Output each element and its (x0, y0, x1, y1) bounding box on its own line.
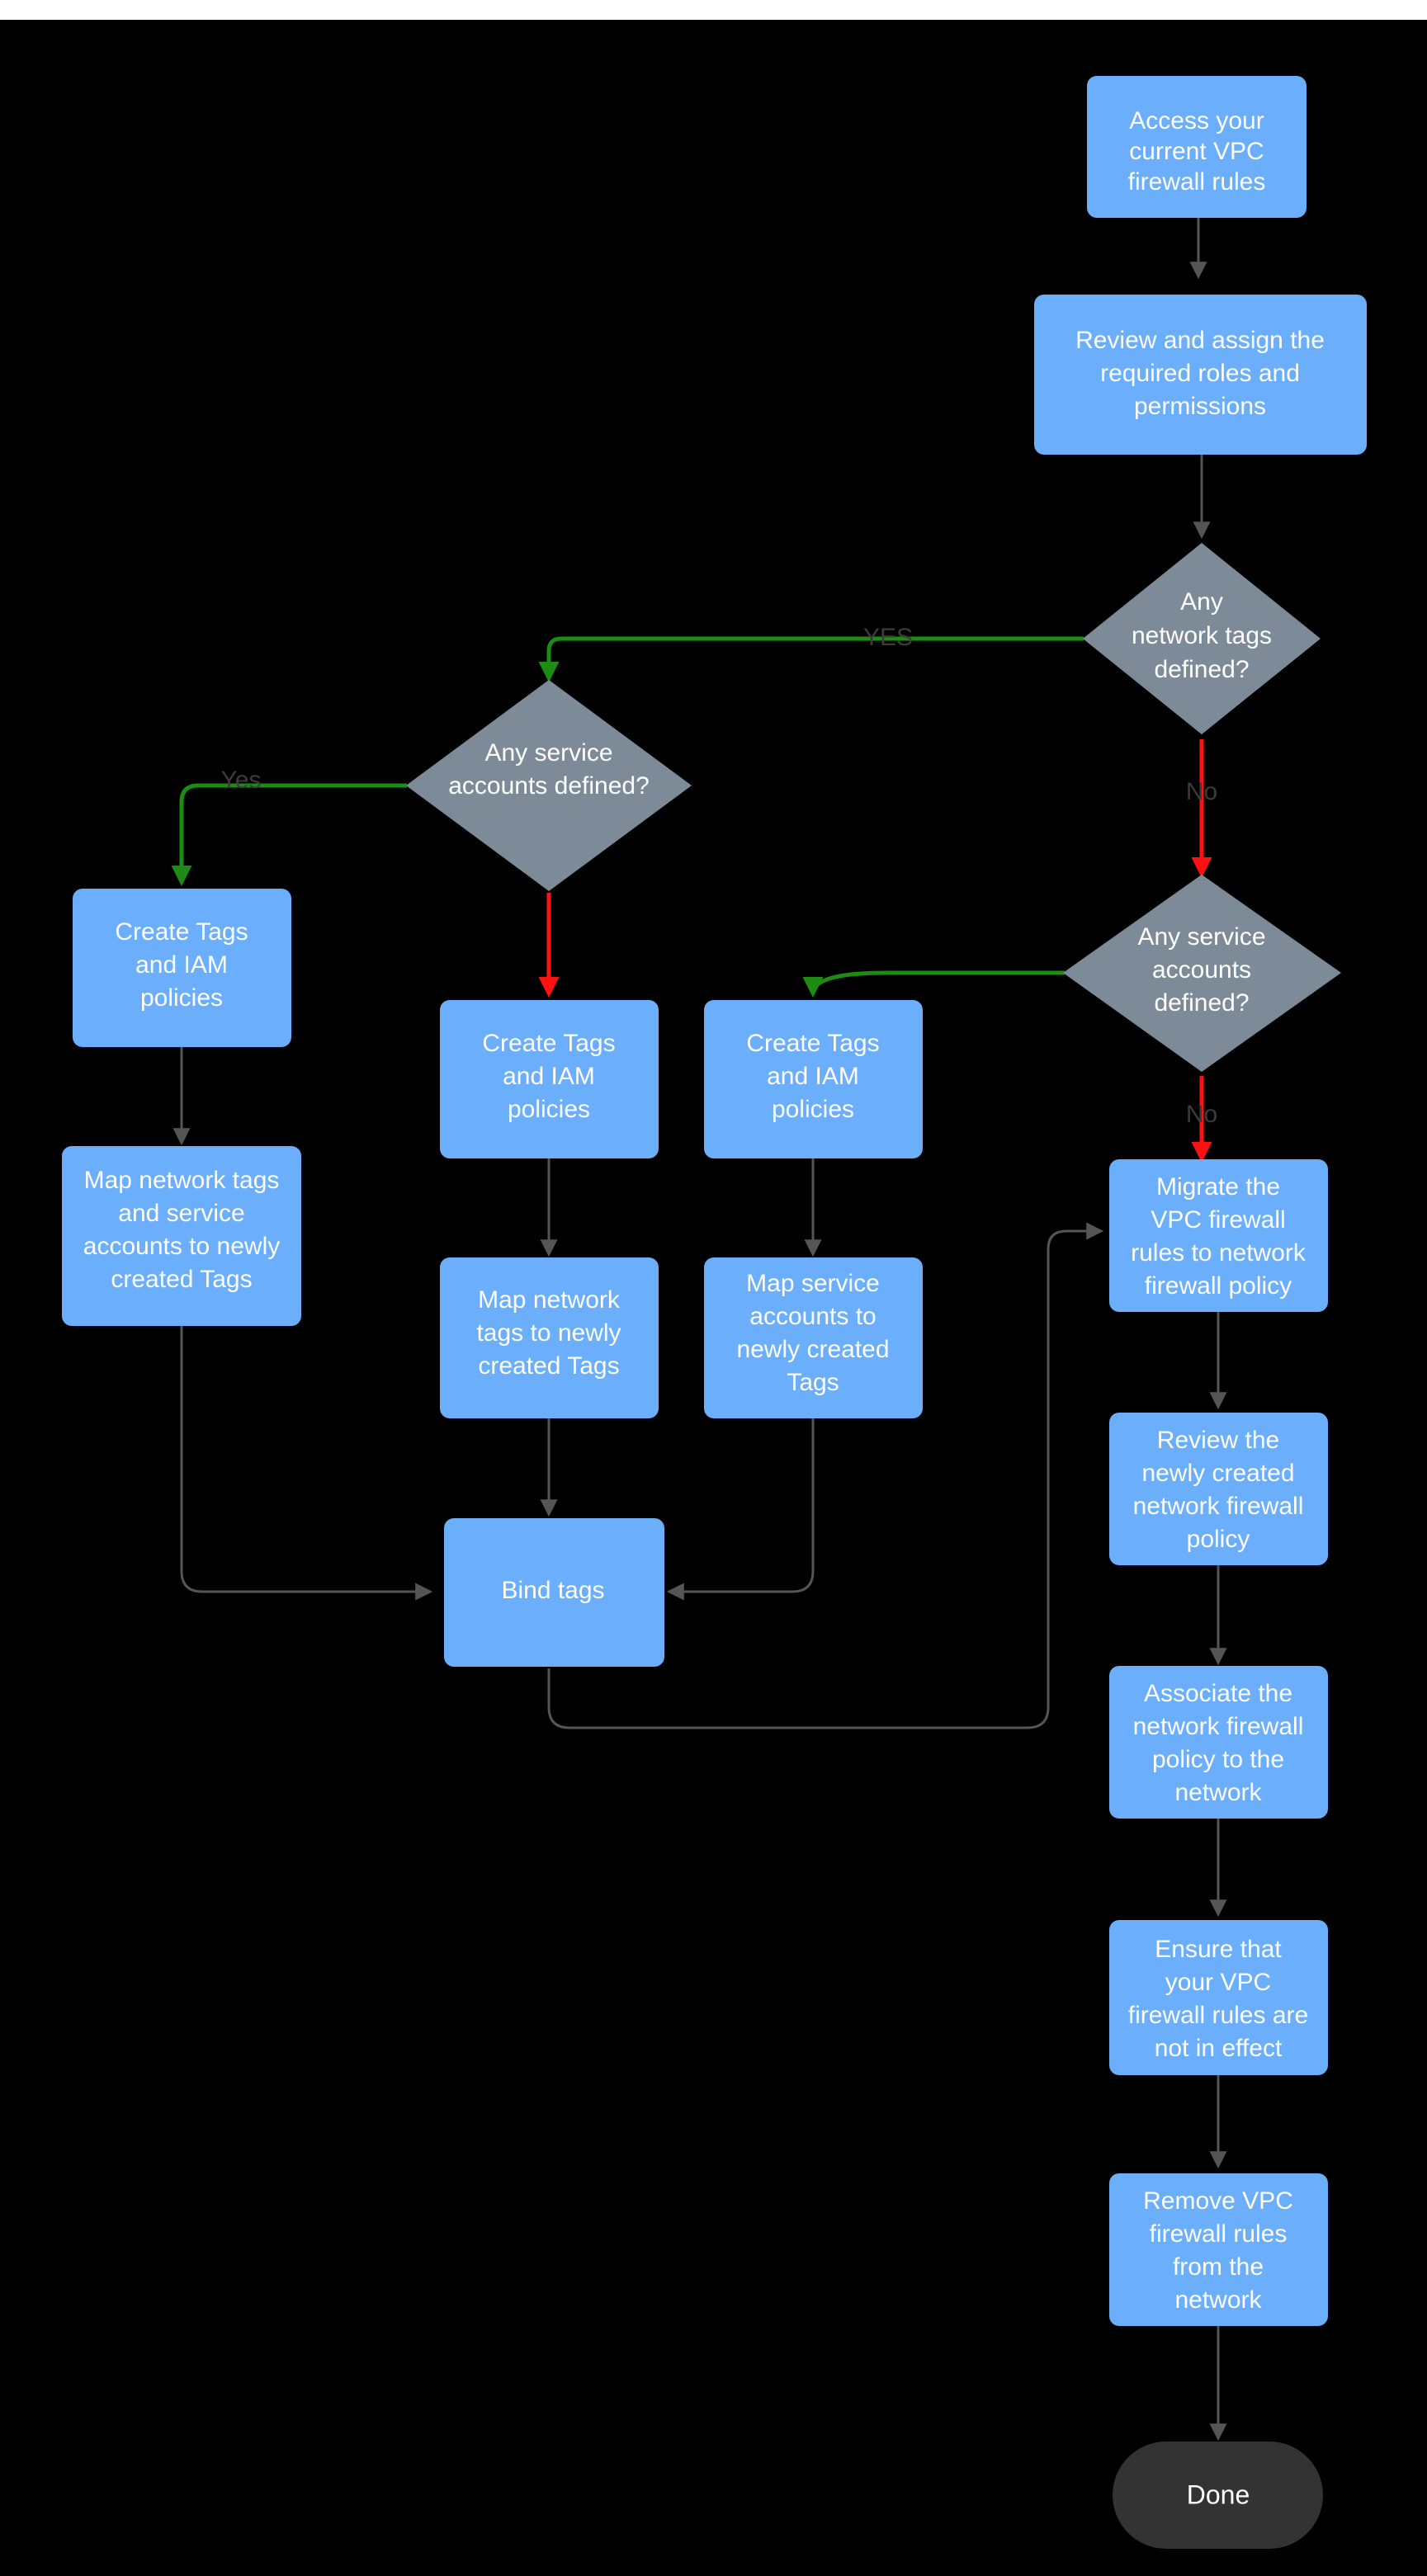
node-create-tags-iam-policies-middle[interactable]: Create Tags and IAM policies (440, 1000, 659, 1158)
edge-label-networktags-yes: YES (863, 624, 913, 651)
node-shape (440, 1000, 659, 1158)
edge-networktags-yes (538, 636, 1084, 682)
node-shape (1109, 1413, 1328, 1565)
decision-any-service-accounts-defined-right[interactable]: Any service accounts defined? (1063, 875, 1341, 1072)
node-shape (1087, 76, 1307, 218)
edge-bindtags-to-migrate (547, 1222, 1104, 1729)
node-create-tags-iam-policies-right[interactable]: Create Tags and IAM policies (704, 1000, 923, 1158)
decision-any-service-accounts-defined-left[interactable]: Any service accounts defined? (406, 680, 692, 891)
node-remove-vpc-rules-from-network[interactable]: Remove VPC firewall rules from the netwo… (1109, 2173, 1328, 2326)
node-shape (1109, 1666, 1328, 1819)
node-ensure-vpc-rules-not-in-effect[interactable]: Ensure that your VPC firewall rules are … (1109, 1920, 1328, 2075)
flowchart-svg: Access your current VPC firewall rules R… (62, 76, 1367, 2549)
node-review-assign-roles[interactable]: Review and assign the required roles and… (1034, 295, 1367, 455)
node-bind-tags[interactable]: Bind tags (444, 1518, 664, 1667)
edge-label-serviceaccounts-right-no: No (1186, 1101, 1217, 1128)
node-shape (406, 680, 692, 891)
node-shape (1109, 2173, 1328, 2326)
edge-serviceaccounts-right-yes (802, 970, 1065, 998)
node-shape (1109, 1159, 1328, 1312)
node-map-network-tags-and-service-accounts[interactable]: Map network tags and service accounts to… (62, 1146, 301, 1326)
diagram-stage: Access your current VPC firewall rules R… (0, 20, 1427, 2576)
node-review-newly-created-policy[interactable]: Review the newly created network firewal… (1109, 1413, 1328, 1565)
node-map-service-accounts-to-newly-created-tags[interactable]: Map service accounts to newly created Ta… (704, 1257, 923, 1418)
edge-mapboth-to-bindtags (180, 1323, 433, 1601)
decision-any-network-tags-defined[interactable]: Any network tags defined? (1083, 543, 1321, 734)
node-shape (1063, 875, 1341, 1072)
node-shape (704, 1000, 923, 1158)
node-shape (62, 1146, 301, 1326)
node-migrate-vpc-to-network-firewall-policy[interactable]: Migrate the VPC firewall rules to networ… (1109, 1159, 1328, 1312)
node-shape (444, 1518, 664, 1667)
edge-label-networktags-no: No (1186, 778, 1217, 805)
node-shape (1083, 543, 1321, 734)
edge-label-serviceaccounts-left-yes: Yes (221, 767, 262, 794)
node-shape (704, 1257, 923, 1418)
node-shape (1034, 295, 1367, 455)
node-shape (1113, 2442, 1323, 2549)
node-create-tags-iam-policies-left[interactable]: Create Tags and IAM policies (73, 889, 291, 1047)
edge-serviceaccounts-left-yes (171, 783, 407, 886)
edge-mapserviceaccounts-to-bindtags (666, 1418, 815, 1601)
node-access-vpc-firewall-rules[interactable]: Access your current VPC firewall rules (1087, 76, 1307, 218)
node-shape (73, 889, 291, 1047)
node-map-network-tags-to-newly-created-tags[interactable]: Map network tags to newly created Tags (440, 1257, 659, 1418)
node-done-terminator[interactable]: Done (1113, 2442, 1323, 2549)
node-associate-policy-to-network[interactable]: Associate the network firewall policy to… (1109, 1666, 1328, 1819)
node-shape (440, 1257, 659, 1418)
node-shape (1109, 1920, 1328, 2075)
